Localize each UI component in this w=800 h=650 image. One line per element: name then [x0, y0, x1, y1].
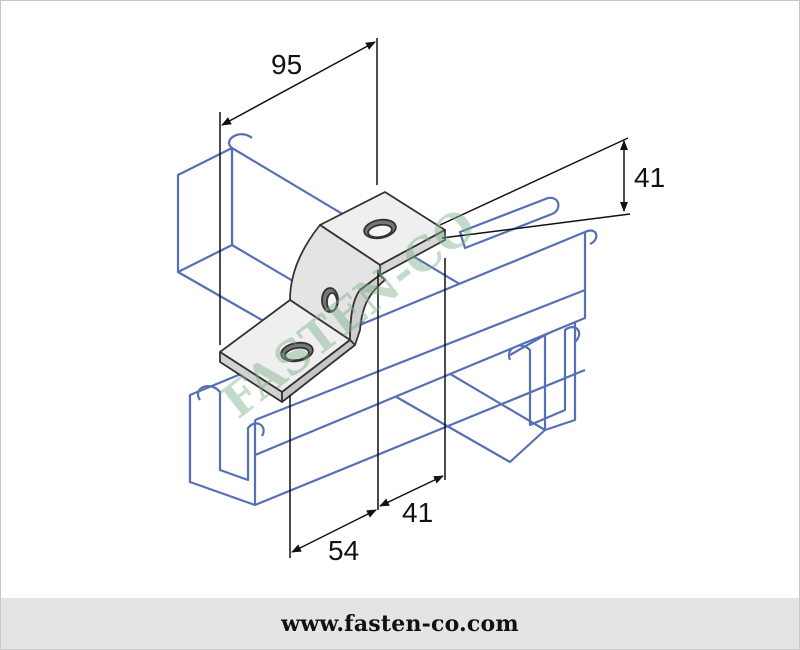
dimension-label-bottom-right: 41 — [402, 497, 433, 528]
website-url: www.fasten-co.com — [281, 610, 519, 637]
z-bracket-drawing: FASTEN-CO 95 41 41 54 — [176, 38, 665, 566]
dimension-label-height: 41 — [634, 162, 665, 193]
front-channel — [188, 196, 598, 507]
z-bracket — [219, 191, 446, 403]
dimension-lines — [219, 38, 631, 558]
dimension-label-bottom-left: 54 — [328, 535, 359, 566]
dimension-label-width: 95 — [271, 49, 302, 80]
footer-bar: www.fasten-co.com — [1, 598, 799, 649]
